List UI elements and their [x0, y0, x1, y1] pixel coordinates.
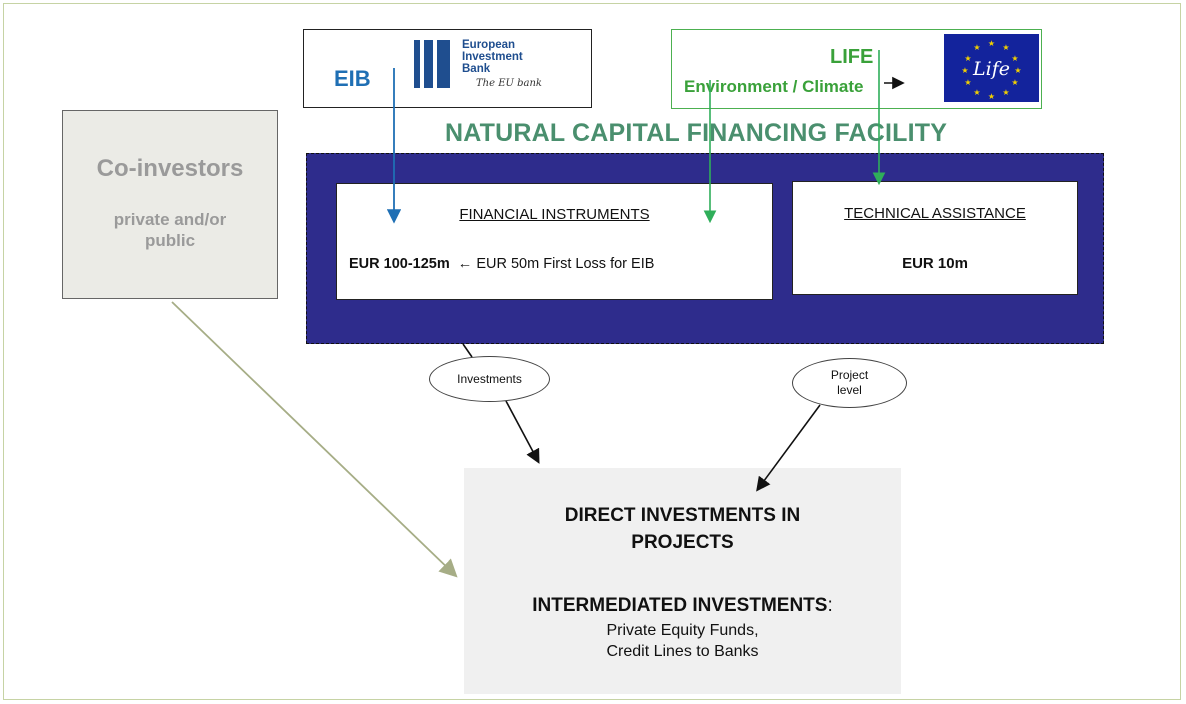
- life-subtitle: Environment / Climate: [684, 77, 864, 96]
- intermediated-colon: :: [827, 595, 833, 616]
- svg-text:★: ★: [988, 39, 995, 48]
- technical-assistance-box: TECHNICAL ASSISTANCE EUR 10m: [792, 181, 1078, 295]
- facility-to-investments-connector: [462, 343, 473, 358]
- eib-logo-box: EIB European Investment Bank The EU bank: [303, 29, 592, 108]
- intermediated-investments-detail: Private Equity Funds, Credit Lines to Ba…: [606, 622, 759, 660]
- svg-text:★: ★: [988, 92, 995, 101]
- intermediated-investments-heading: INTERMEDIATED INVESTMENTS:: [464, 595, 901, 617]
- financial-instruments-amount: EUR 100-125m ← EUR 50m First Loss for EI…: [349, 256, 654, 272]
- co-investors-subtitle: private and/or public: [113, 210, 227, 250]
- project-level-label: Project level: [792, 358, 907, 408]
- svg-text:★: ★: [1014, 66, 1021, 75]
- eib-bars-icon: [414, 40, 450, 88]
- svg-text:★: ★: [1002, 88, 1009, 97]
- technical-assistance-amount: EUR 10m: [902, 255, 968, 272]
- svg-text:★: ★: [961, 66, 968, 75]
- financial-instruments-title: FINANCIAL INSTRUMENTS: [459, 206, 650, 223]
- investments-to-target-arrow: [505, 400, 540, 464]
- svg-text:★: ★: [964, 54, 971, 63]
- technical-assistance-title: TECHNICAL ASSISTANCE: [844, 205, 1026, 222]
- eib-abbreviation: EIB: [334, 66, 371, 91]
- diagram-frame: [3, 3, 1181, 700]
- direct-investments-text: DIRECT INVESTMENTS IN PROJECTS: [564, 505, 801, 553]
- co-investors-title: Co-investors: [96, 155, 244, 182]
- intermediated-label: INTERMEDIATED INVESTMENTS: [532, 595, 828, 616]
- svg-text:★: ★: [973, 88, 980, 97]
- life-flag-text: Life: [972, 58, 1010, 80]
- svg-text:★: ★: [1011, 78, 1018, 87]
- eib-full-name: European Investment Bank: [462, 39, 523, 75]
- co-investors-to-target-arrow: [171, 301, 458, 578]
- eib-tagline: The EU bank: [476, 78, 542, 89]
- financial-instruments-box: FINANCIAL INSTRUMENTS EUR 100-125m ← EUR…: [336, 183, 773, 300]
- eu-life-flag-icon: ★★★ ★★★ ★★★ ★★★ Life: [944, 34, 1039, 102]
- svg-text:★: ★: [964, 78, 971, 87]
- life-title: LIFE: [830, 46, 874, 68]
- svg-text:★: ★: [1011, 54, 1018, 63]
- investments-label: Investments: [429, 356, 550, 402]
- life-logo-box: LIFE Environment / Climate ★★★ ★★★ ★★★ ★…: [671, 29, 1042, 109]
- investments-target-box: DIRECT INVESTMENTS IN PROJECTS INTERMEDI…: [464, 468, 901, 694]
- co-investors-box: Co-investors private and/or public: [62, 110, 278, 299]
- project-level-to-target-arrow: [756, 404, 821, 492]
- svg-text:★: ★: [973, 43, 980, 52]
- fi-amount-main: EUR 100-125m: [349, 256, 450, 272]
- svg-text:★: ★: [1002, 43, 1009, 52]
- fi-first-loss: ← EUR 50m First Loss for EIB: [449, 256, 655, 272]
- facility-title: NATURAL CAPITAL FINANCING FACILITY: [445, 119, 948, 147]
